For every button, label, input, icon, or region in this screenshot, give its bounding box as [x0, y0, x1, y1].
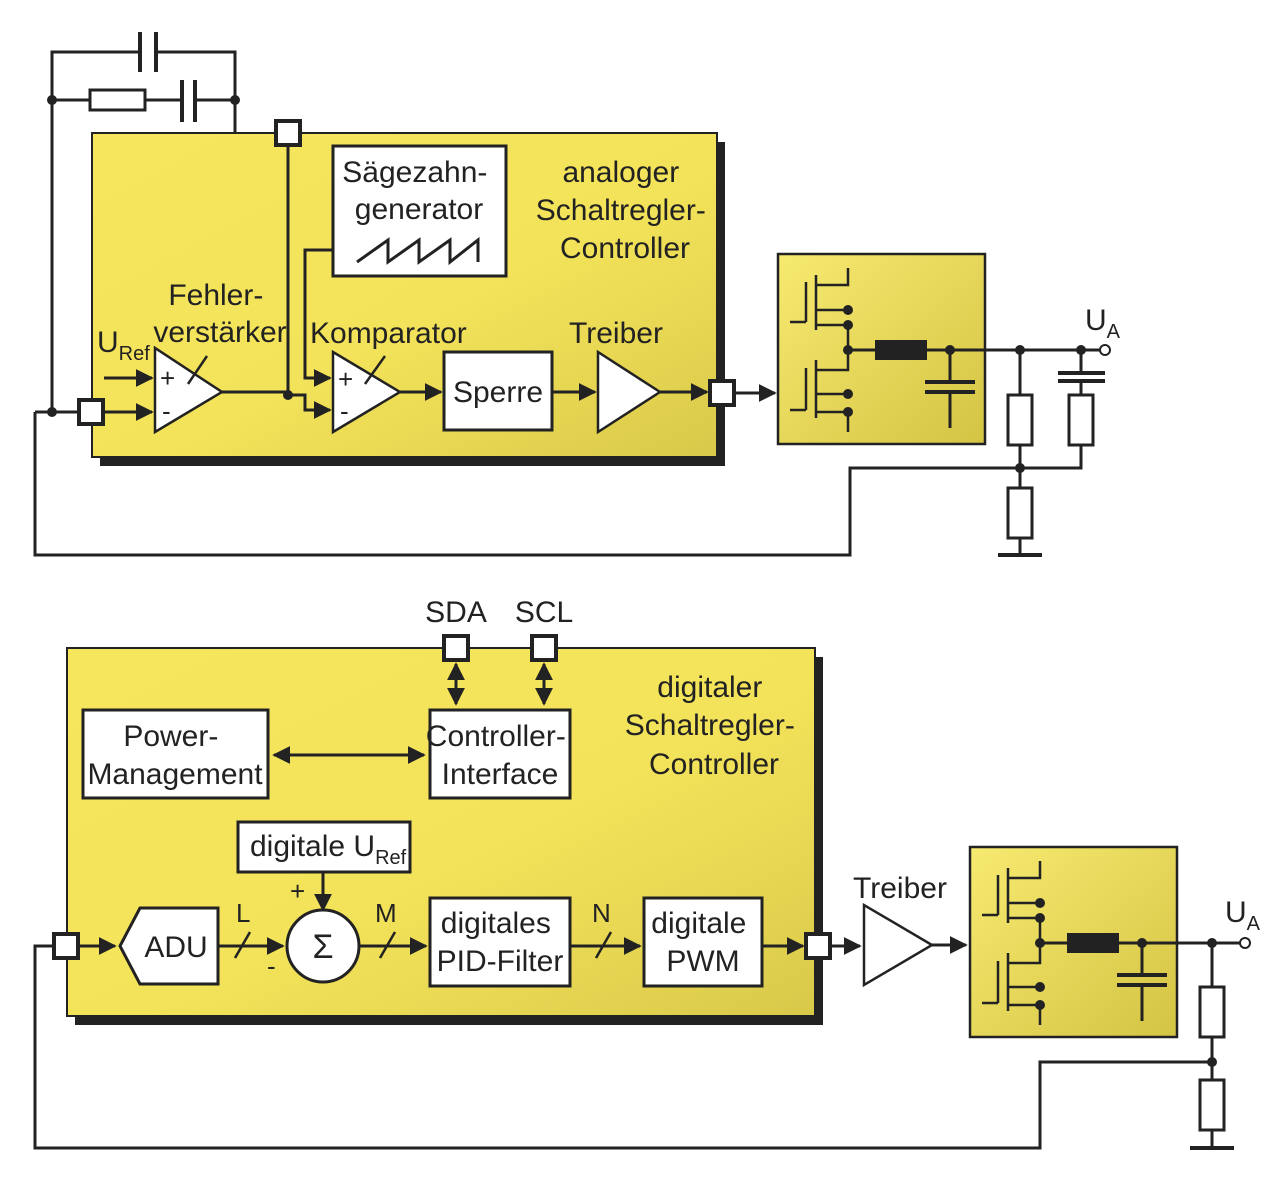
digital-feedback-pin	[52, 932, 80, 960]
pid-filter-label: digitales PID-Filter	[437, 907, 564, 978]
analog-section: analoger Schaltregler- Controller	[33, 32, 1121, 557]
power-management-label: Power- Management	[87, 720, 263, 791]
compensation-network	[47, 32, 240, 412]
lock-block	[442, 350, 554, 432]
controller-interface-label: Controller- Interface	[426, 720, 574, 791]
analog-power-stage-mosfets	[790, 268, 985, 432]
controller-interface-block	[428, 708, 572, 800]
error-amplifier-label: Fehler- verstärker	[153, 279, 286, 349]
analog-output-pin	[708, 379, 736, 407]
sawtooth-wave-icon	[356, 236, 480, 266]
sda-pin	[442, 634, 470, 662]
digital-output-pin	[804, 932, 832, 960]
sawtooth-generator-label: Sägezahn- generator	[342, 156, 495, 226]
scl-label: SCL	[515, 596, 573, 629]
digital-inductor	[1067, 933, 1119, 953]
scl-pin	[530, 634, 558, 662]
adc-label: ADU	[144, 931, 207, 964]
digital-driver-label: Treiber	[853, 872, 947, 905]
analog-comp-pin	[274, 119, 302, 147]
analog-inductor	[875, 340, 927, 360]
digital-output-label: UA	[1225, 896, 1261, 935]
power-management-block	[81, 708, 270, 800]
analog-divider-resistor-top	[1006, 393, 1034, 447]
lock-label: Sperre	[453, 376, 543, 409]
comparator	[331, 349, 403, 435]
analog-feedback-pin	[77, 398, 105, 426]
bus-l-label: L	[236, 898, 250, 928]
analog-divider-resistor-bottom	[1006, 486, 1034, 540]
uref-label: URef	[97, 326, 150, 365]
digital-power-stage-mosfets	[982, 861, 1177, 1025]
digital-pwm-label: digitale PWM	[651, 907, 754, 978]
pid-filter-block	[428, 896, 572, 988]
comparator-plus: +	[338, 364, 353, 394]
compensation-resistor	[88, 88, 147, 112]
analog-output-label: UA	[1085, 304, 1121, 343]
sum-minus: -	[267, 951, 276, 981]
bus-n-label: N	[592, 898, 611, 928]
analog-driver	[596, 349, 663, 435]
sda-label: SDA	[425, 596, 487, 629]
digital-uref-block	[236, 820, 412, 874]
digital-pwm-block	[642, 896, 764, 988]
error-amp-minus: -	[162, 396, 171, 426]
sigma-label: Σ	[312, 928, 333, 966]
error-amplifier	[153, 345, 225, 435]
analog-driver-label: Treiber	[569, 317, 663, 350]
analog-feedforward-resistor	[1067, 393, 1095, 447]
digital-controller-label: digitaler Schaltregler- Controller	[625, 671, 803, 781]
digital-driver	[862, 902, 935, 988]
bus-m-label: M	[375, 898, 397, 928]
comparator-minus: -	[340, 396, 349, 426]
digital-uref-label: digitale URef	[250, 830, 407, 869]
digital-divider-resistor-bottom	[1198, 1078, 1226, 1132]
error-amp-plus: +	[160, 363, 175, 393]
digital-divider-resistor-top	[1198, 985, 1226, 1039]
digital-section: SDA SCL digitaler Schaltregler- Controll…	[33, 596, 1261, 1150]
analog-controller-label: analoger Schaltregler- Controller	[536, 156, 714, 265]
comparator-label: Komparator	[310, 317, 467, 350]
sum-plus: +	[290, 876, 305, 906]
